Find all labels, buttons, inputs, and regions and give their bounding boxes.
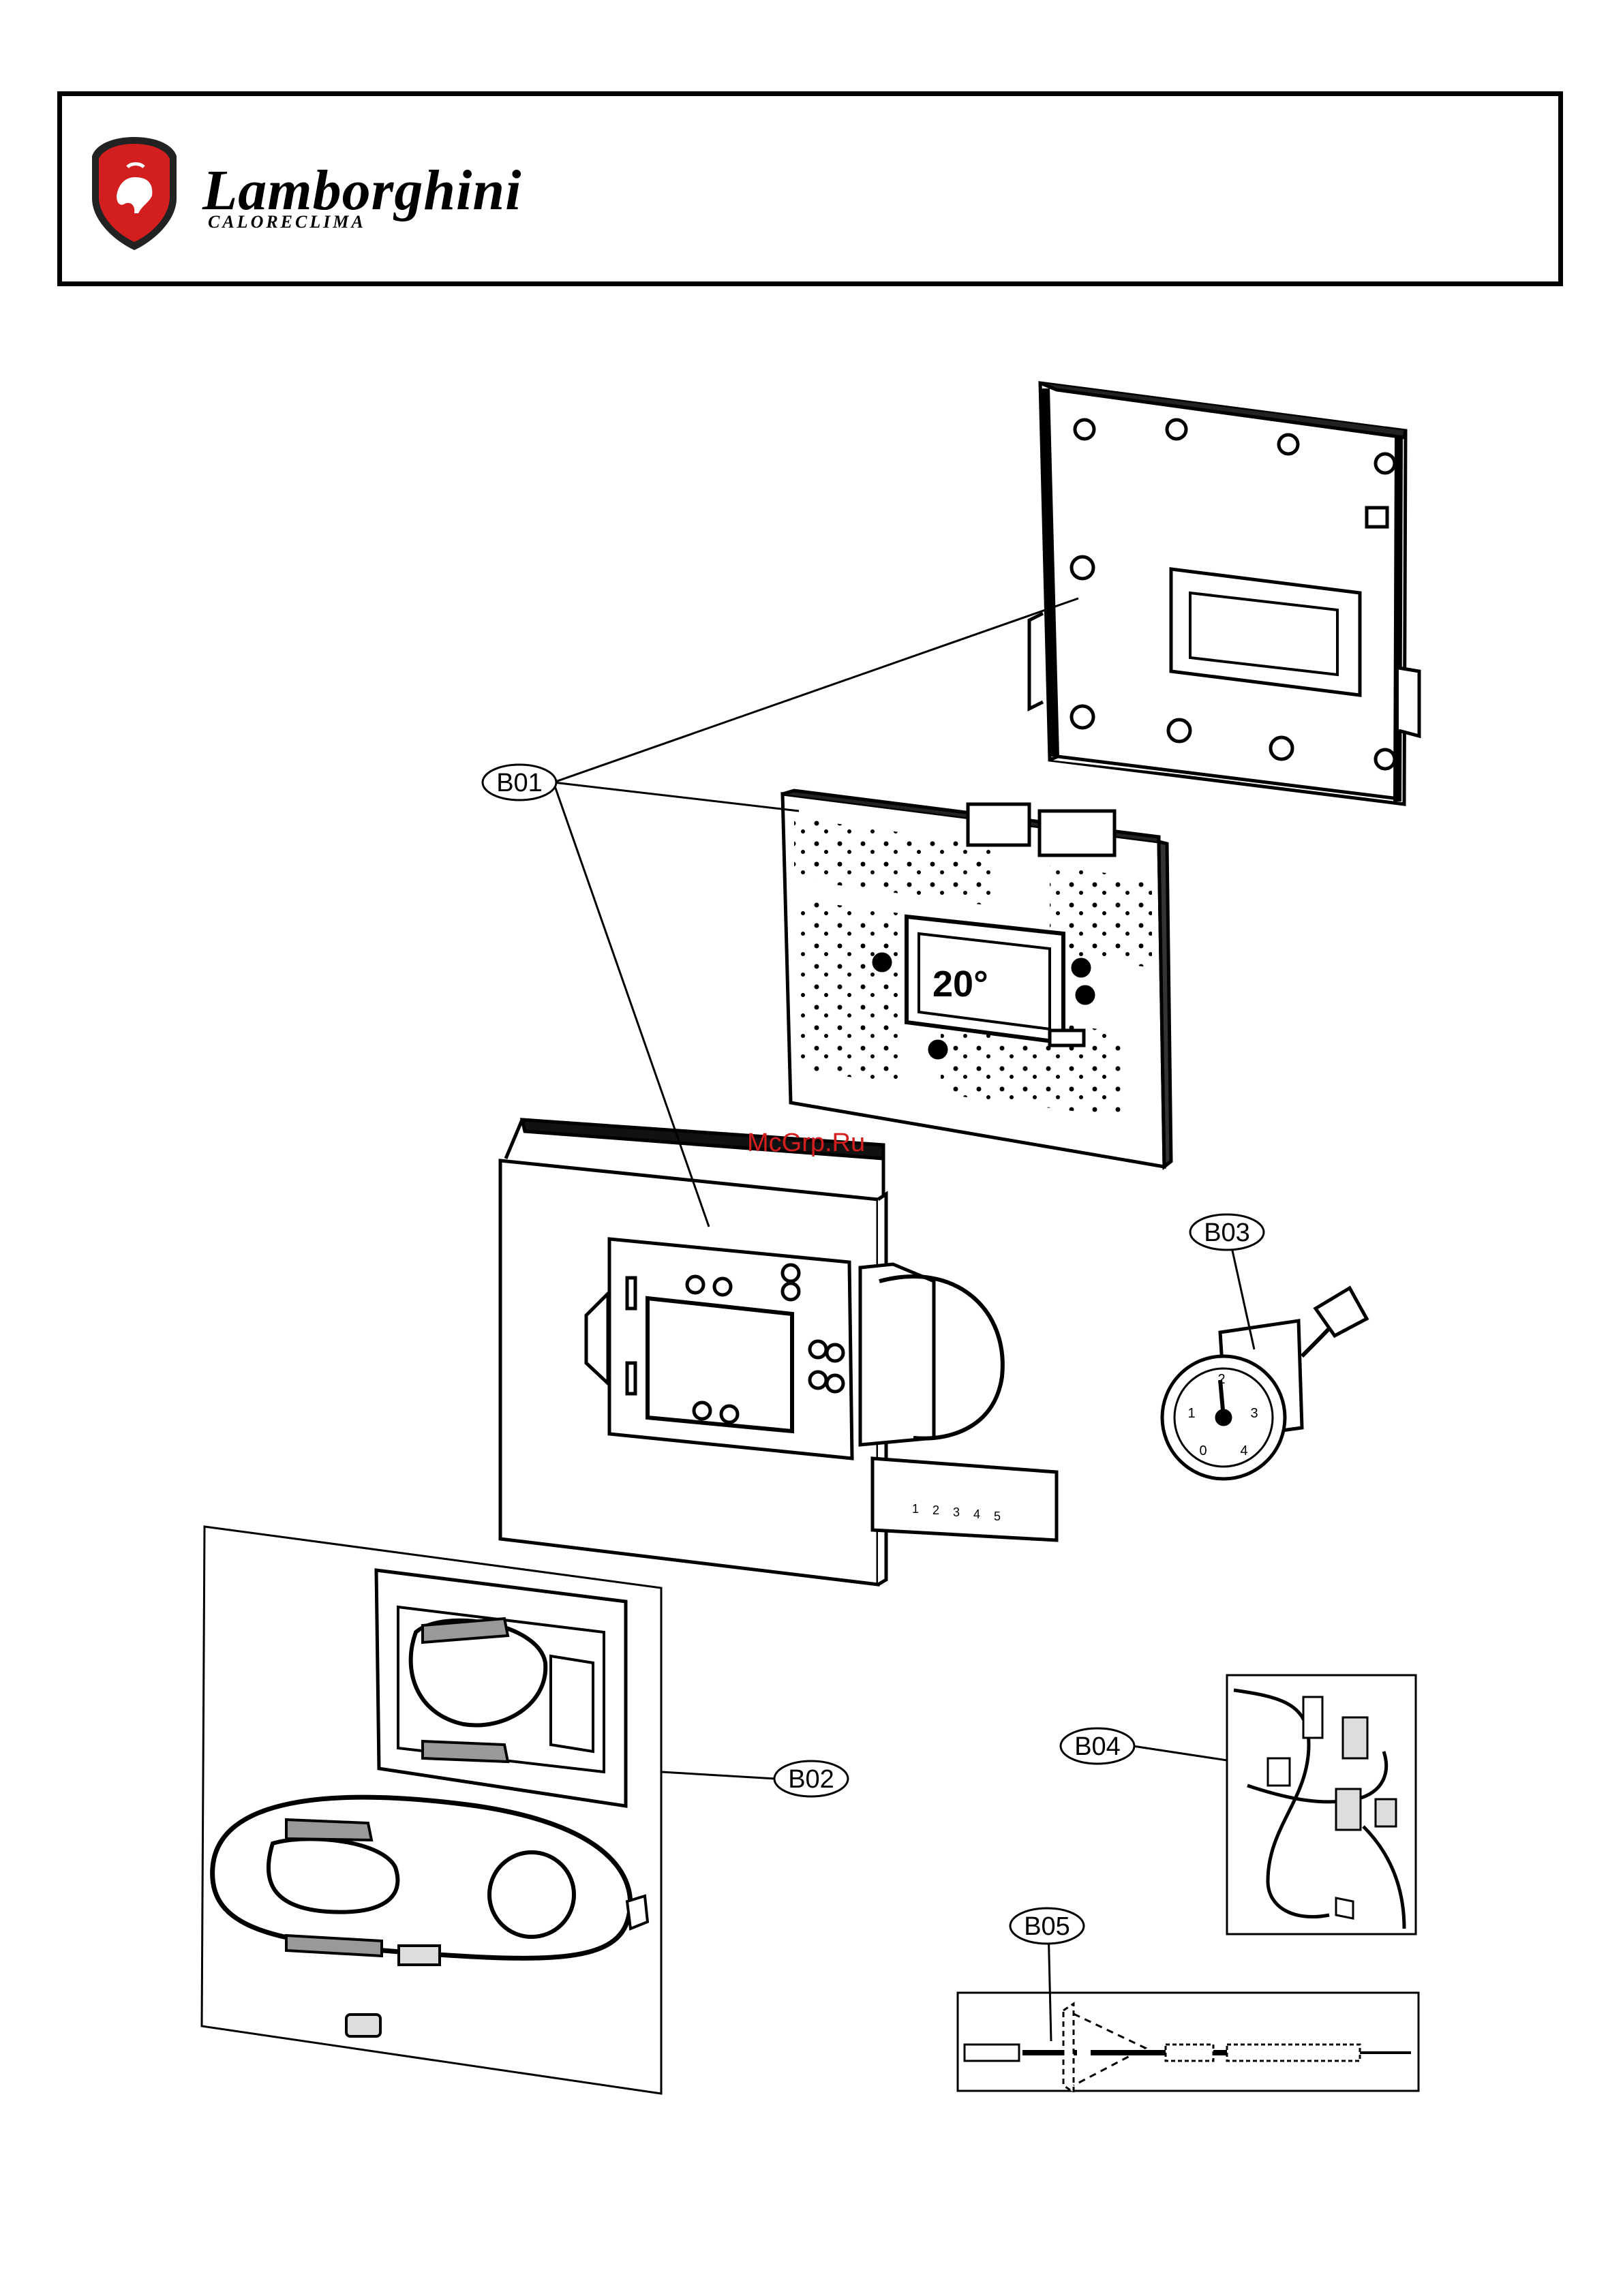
callout-b04: B04 xyxy=(1061,1728,1134,1764)
back-mounting-plate xyxy=(1029,383,1419,804)
callout-b05: B05 xyxy=(1010,1908,1084,1944)
callout-b03: B03 xyxy=(1190,1214,1264,1250)
gauge-tick-2: 2 xyxy=(1217,1372,1225,1387)
lcd-readout: 20° xyxy=(932,964,988,1005)
gauge-tick-3: 3 xyxy=(1250,1406,1258,1421)
gauge-tick-1: 1 xyxy=(1187,1406,1195,1421)
gauge-tick-0: 0 xyxy=(1199,1443,1207,1458)
callout-b02: B02 xyxy=(774,1761,848,1796)
callout-b04-label: B04 xyxy=(1074,1732,1121,1761)
terminal-number-5: 5 xyxy=(994,1510,1001,1523)
terminal-number-2: 2 xyxy=(932,1503,939,1517)
gauge-tick-4: 4 xyxy=(1240,1443,1247,1458)
callout-b01: B01 xyxy=(483,765,556,800)
callout-b03-label: B03 xyxy=(1204,1219,1250,1247)
callout-b02-label: B02 xyxy=(788,1765,834,1794)
terminal-number-4: 4 xyxy=(973,1507,980,1521)
front-cover-panel xyxy=(202,1527,661,2094)
terminal-number-3: 3 xyxy=(953,1505,960,1519)
front-control-housing: 1 2 3 4 5 xyxy=(500,1120,1057,1585)
pressure-gauge: 0 1 2 3 4 xyxy=(1162,1288,1367,1479)
control-pcb-board: 20° xyxy=(783,791,1171,1167)
callout-b05-label: B05 xyxy=(1024,1912,1070,1941)
wiring-harness-box xyxy=(1227,1675,1416,1934)
terminal-number-1: 1 xyxy=(912,1502,919,1516)
callout-b01-label: B01 xyxy=(496,769,543,797)
sensor-cable-box xyxy=(958,1993,1419,2092)
watermark-text: McGrp.Ru xyxy=(747,1129,865,1158)
